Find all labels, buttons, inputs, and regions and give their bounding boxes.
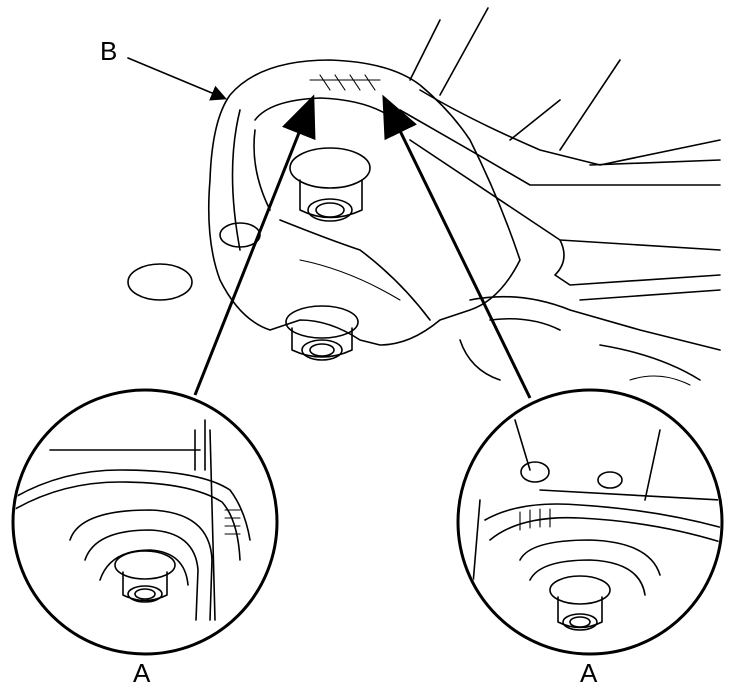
mount-bracket [127, 59, 521, 346]
callout-label-b: B [100, 36, 118, 66]
lower-nut [285, 305, 359, 361]
frame-structure [399, 7, 721, 386]
leader-b [127, 57, 227, 101]
left-detail-nut [114, 550, 176, 603]
detail-circle-left [11, 388, 279, 656]
arrow-right [382, 94, 532, 399]
callout-label-a-left: A [133, 658, 151, 688]
right-detail-nut [549, 575, 611, 631]
detail-circle-right [456, 388, 724, 656]
arrow-left [193, 94, 316, 396]
callout-label-a-right: A [580, 658, 598, 688]
upper-nut [289, 147, 371, 222]
